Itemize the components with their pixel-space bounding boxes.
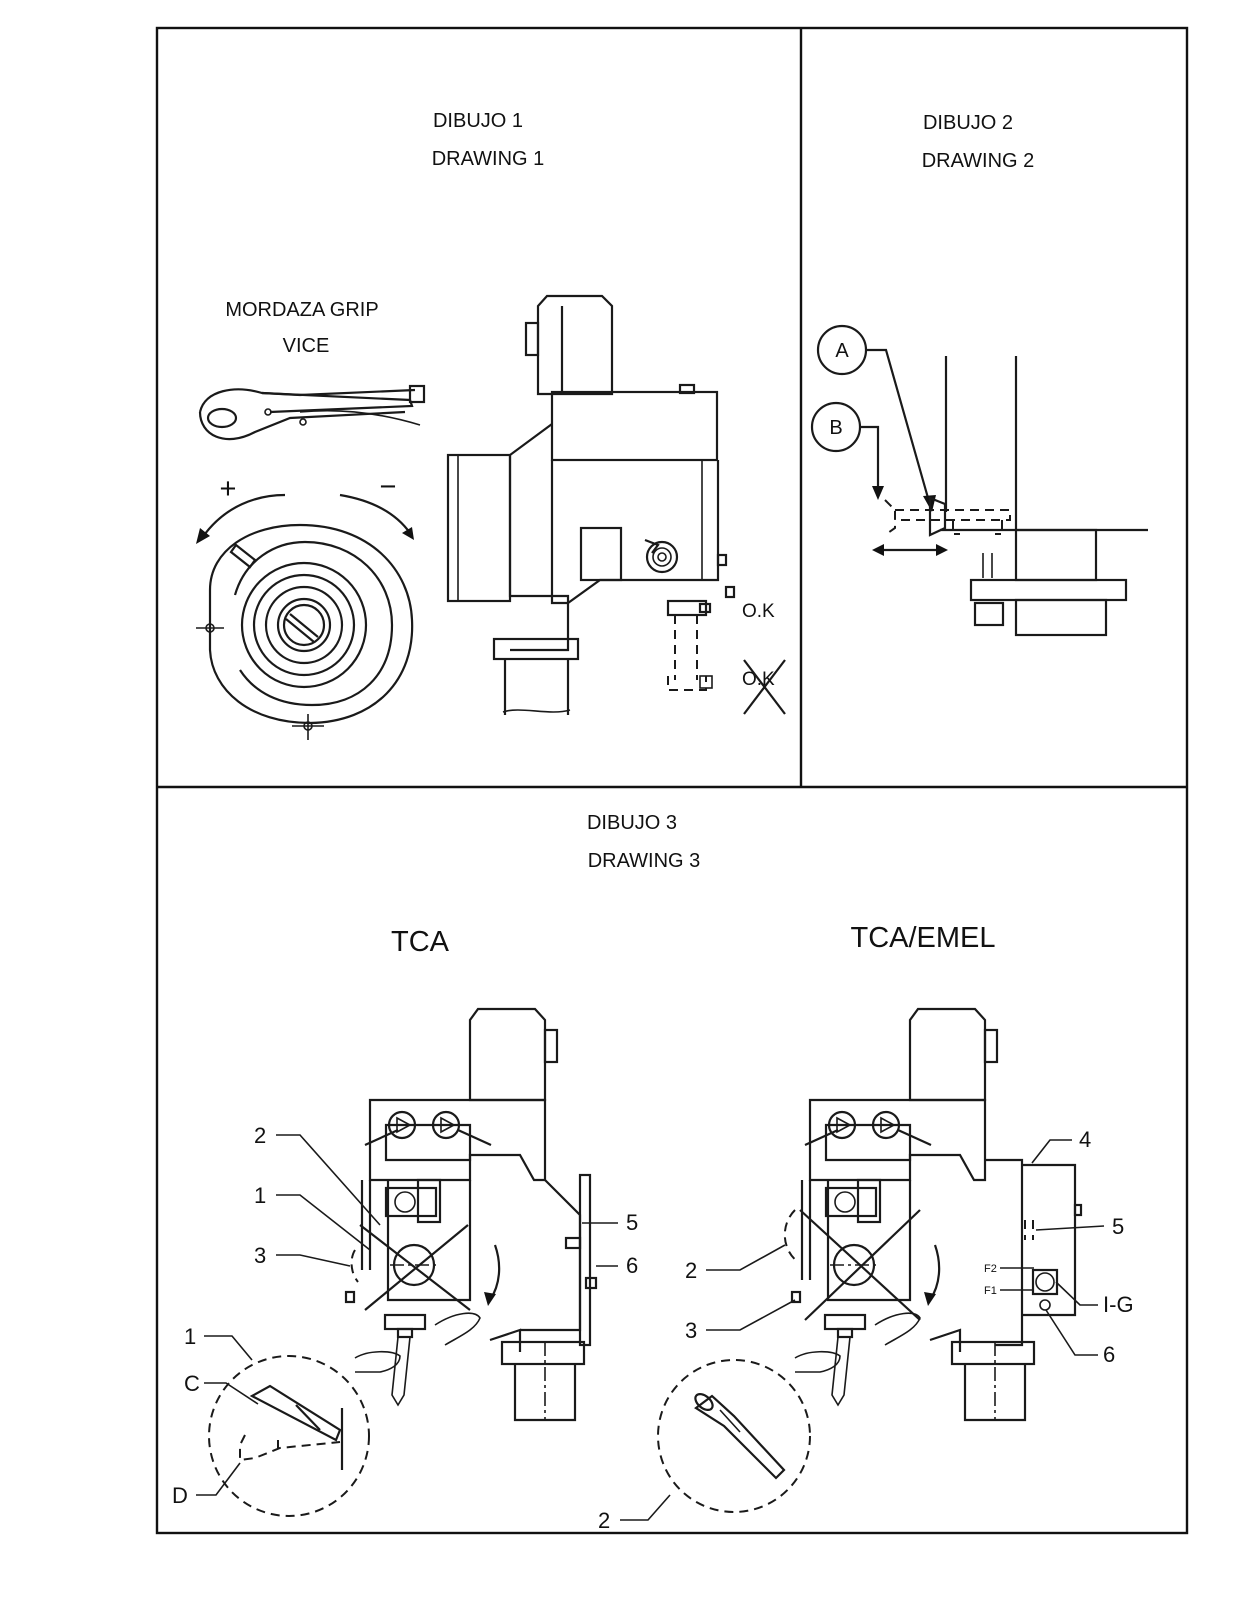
drawing-3-title-en: DRAWING 3 [588, 850, 701, 872]
drawing-3-title-es: DIBUJO 3 [587, 812, 677, 834]
tca-emel-label-5: 5 [1112, 1214, 1124, 1239]
drawing-1-title-en: DRAWING 1 [432, 148, 545, 170]
svg-text:C: C [184, 1371, 200, 1396]
tca-detail-1: 1 C D [172, 1324, 370, 1517]
drawing-2-title-es: DIBUJO 2 [923, 112, 1013, 134]
milling-head-illustration [446, 294, 736, 715]
tca-emel-label-f2: F2 [984, 1263, 997, 1275]
tca-emel-head-illustration [783, 1007, 1083, 1422]
ok-label: O.K [742, 601, 775, 622]
drawing-2-panel: DIBUJO 2 DRAWING 2 A B [810, 112, 1148, 637]
tca-emel-detail-2: 2 [598, 1359, 811, 1533]
drawing-2-title-en: DRAWING 2 [922, 150, 1035, 172]
vice-label-en: VICE [283, 335, 330, 357]
rotation-minus-sign: − [380, 471, 397, 503]
drawing-1-panel: DIBUJO 1 DRAWING 1 MORDAZA GRIP VICE + − [196, 110, 786, 740]
tca-emel-label-4: 4 [1079, 1127, 1091, 1152]
drawing-3-panel: DIBUJO 3 DRAWING 3 TCA [172, 812, 1134, 1533]
drawing-1-title-es: DIBUJO 1 [433, 110, 523, 132]
tca-emel-label-3: 3 [685, 1318, 697, 1343]
tca-label-6: 6 [626, 1253, 638, 1278]
svg-text:D: D [172, 1483, 188, 1508]
grip-vice-illustration [198, 384, 426, 441]
tca-head-illustration [344, 1007, 598, 1422]
rotation-plus-sign: + [220, 473, 237, 505]
tca-label-1: 1 [254, 1183, 266, 1208]
tca-emel-title: TCA/EMEL [850, 922, 995, 954]
svg-text:2: 2 [598, 1508, 610, 1533]
not-ok-indicator: O.K [742, 659, 786, 715]
vice-label-es: MORDAZA GRIP [225, 299, 378, 321]
dial-illustration [196, 523, 414, 740]
drawing-frame [155, 26, 1189, 1535]
svg-text:A: A [835, 340, 849, 362]
tca-emel-label-6: 6 [1103, 1342, 1115, 1367]
tca-label-2: 2 [254, 1123, 266, 1148]
callout-b: B [810, 401, 884, 500]
tca-title: TCA [391, 926, 450, 958]
svg-text:1: 1 [184, 1324, 196, 1349]
tca-emel-label-2: 2 [685, 1258, 697, 1283]
tca-label-5: 5 [626, 1210, 638, 1235]
tca-emel-label-ig: I-G [1103, 1292, 1134, 1317]
tca-emel-label-f1: F1 [984, 1285, 997, 1297]
rotation-arrow-right [339, 493, 411, 534]
spindle-section-illustration [872, 356, 1148, 637]
rotation-arrow-left [201, 493, 286, 539]
tca-label-3: 3 [254, 1243, 266, 1268]
svg-text:B: B [829, 417, 842, 439]
